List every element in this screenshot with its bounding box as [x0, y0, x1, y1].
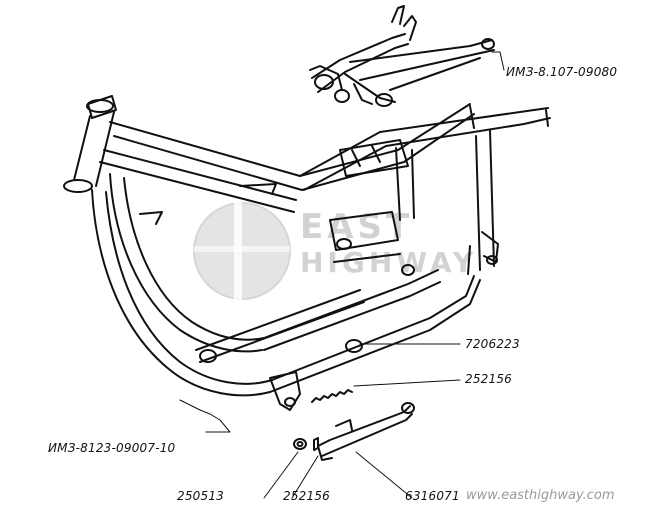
callout-250513: 250513 — [177, 489, 225, 503]
callout-6316071: 6316071 — [405, 489, 460, 503]
callout-frame: ИМЗ-8123-09007-10 — [48, 441, 176, 455]
watermark-globe-icon — [193, 200, 291, 302]
spring-part — [311, 389, 353, 403]
callout-252156-right: 252156 — [465, 372, 513, 386]
frame — [63, 95, 551, 411]
callout-7206223: 7206223 — [465, 337, 520, 351]
watermark-logo-line1: EAST — [300, 207, 414, 247]
watermark-url: www.easthighway.com — [466, 488, 615, 503]
leader-lines — [179, 51, 505, 499]
watermark-logo — [190, 196, 300, 310]
swing-arm — [309, 5, 495, 107]
side-stand — [317, 402, 415, 461]
pin-252156 — [313, 437, 319, 451]
callout-swingarm: ИМЗ-8.107-09080 — [506, 65, 618, 79]
callout-252156-bottom: 252156 — [283, 489, 331, 503]
nut-250513 — [293, 438, 307, 450]
watermark-logo-line2: HIGHWAY — [300, 246, 478, 279]
